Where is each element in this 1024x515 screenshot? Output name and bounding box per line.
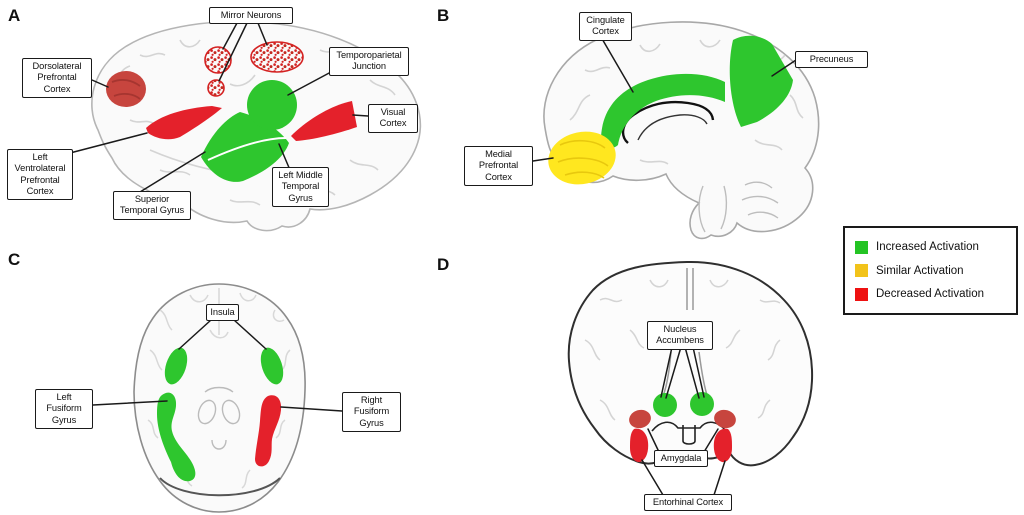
corpus-callosum-outline — [621, 100, 715, 144]
panel-d-brain — [567, 260, 814, 467]
label-nucleus-accumbens: Nucleus Accumbens — [647, 321, 713, 350]
vlpfc-region — [146, 106, 222, 140]
cingulate-region — [601, 73, 725, 148]
panel-c-letter: C — [8, 250, 21, 269]
mirror-neuron-regions — [204, 41, 304, 97]
label-left-fusiform: Left Fusiform Gyrus — [35, 389, 93, 429]
legend-item-label: Decreased Activation — [876, 288, 985, 300]
central-structures-c — [197, 386, 241, 450]
right-entorhinal-region — [713, 428, 732, 463]
label-dlpfc: Dorsolateral Prefrontal Cortex — [22, 58, 92, 98]
left-entorhinal-region — [630, 428, 649, 463]
mirror-neuron-circle-tiny — [207, 79, 225, 97]
label-lmtg: Left Middle Temporal Gyrus — [272, 167, 329, 207]
visual-cortex-region — [291, 101, 357, 141]
legend-item-decreased: Decreased Activation — [855, 287, 1006, 301]
left-amygdala-region — [629, 409, 651, 429]
label-mpfc: Medial Prefrontal Cortex — [464, 146, 533, 186]
decreased-activation-swatch — [855, 287, 868, 301]
left-fusiform-region — [157, 392, 196, 482]
activation-regions — [106, 35, 793, 482]
dlpfc-region — [106, 71, 146, 107]
cerebellum-brainstem — [698, 181, 779, 233]
mirror-neuron-circle-small — [204, 46, 232, 74]
panel-d-letter: D — [437, 255, 450, 274]
legend-item-label: Similar Activation — [876, 264, 964, 277]
label-cingulate-cortex: Cingulate Cortex — [579, 12, 632, 41]
panel-a-letter: A — [8, 6, 21, 25]
mirror-neuron-ellipse-large — [250, 41, 304, 73]
legend-item-label: Increased Activation — [876, 241, 979, 253]
label-stg: Superior Temporal Gyrus — [113, 191, 191, 220]
right-insula-region — [260, 347, 284, 385]
gyri-squiggles-d — [584, 279, 781, 421]
right-nucleus-accumbens-region — [690, 392, 714, 416]
legend-item-increased: Increased Activation — [855, 240, 1006, 254]
label-visual-cortex: Visual Cortex — [368, 104, 418, 133]
panel-b-letter: B — [437, 6, 450, 25]
label-amygdala: Amygdala — [654, 450, 708, 468]
right-amygdala-region — [714, 409, 736, 429]
leader-lines — [69, 22, 797, 496]
label-right-fusiform: Right Fusiform Gyrus — [342, 392, 401, 432]
label-vlpfc: Left Ventrolateral Prefrontal Cortex — [7, 149, 73, 201]
increased-activation-swatch — [855, 240, 868, 254]
label-tpj: Temporoparietal Junction — [329, 47, 409, 76]
tpj-region — [247, 80, 297, 130]
right-fusiform-region — [255, 395, 282, 467]
similar-activation-swatch — [855, 264, 868, 277]
left-insula-region — [164, 347, 188, 385]
label-precuneus: Precuneus — [795, 51, 868, 69]
label-mirror-neurons: Mirror Neurons — [209, 7, 293, 25]
precuneus-region — [729, 35, 793, 127]
label-entorhinal-cortex: Entorhinal Cortex — [644, 494, 732, 512]
activation-legend: Increased Activation Similar Activation … — [843, 226, 1018, 315]
legend-item-similar: Similar Activation — [855, 264, 1006, 277]
label-insula: Insula — [206, 304, 239, 322]
left-nucleus-accumbens-region — [653, 393, 677, 417]
